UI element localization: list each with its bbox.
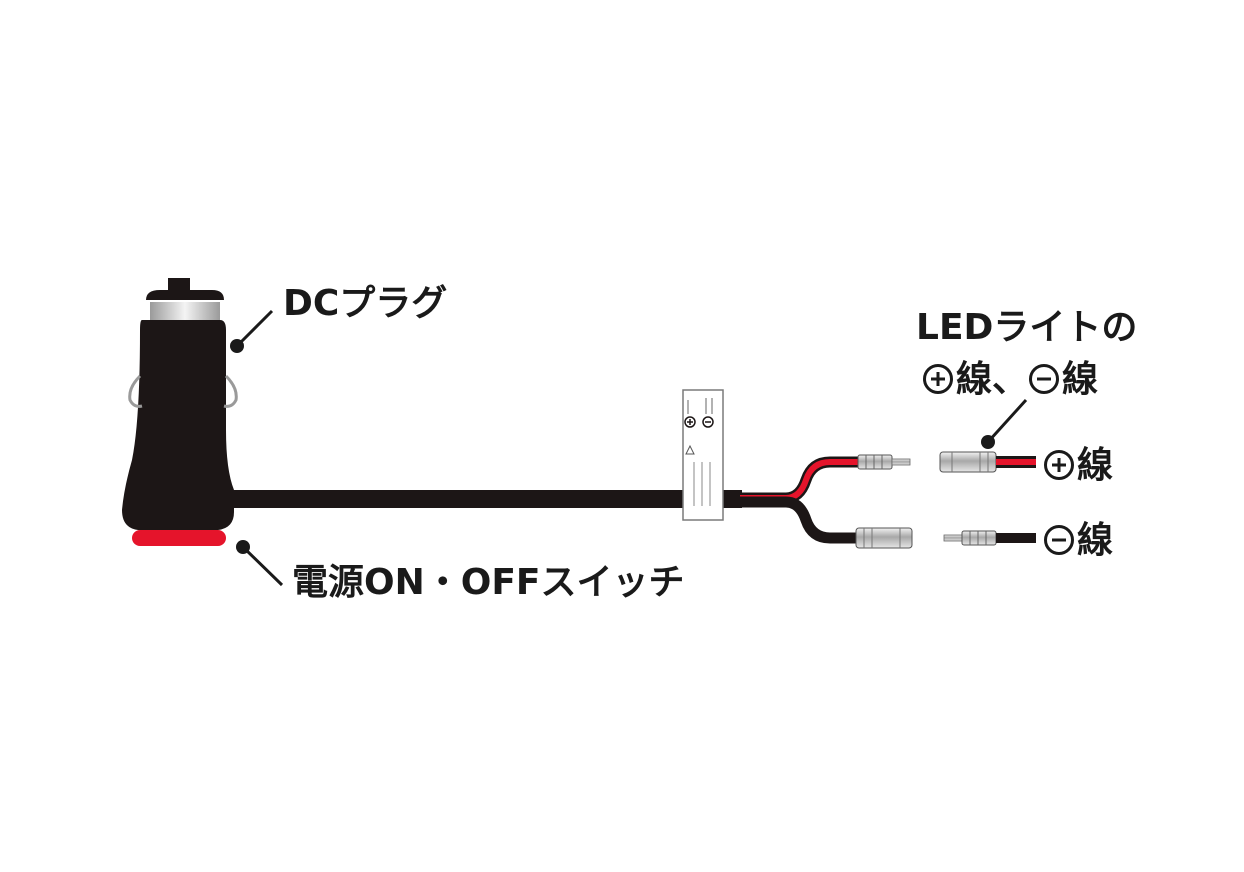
plug-body	[122, 320, 234, 530]
tag-warning-icon	[685, 444, 695, 455]
plus-male-connector	[857, 454, 911, 470]
minus-female-connector	[855, 527, 913, 549]
leader-dc-plug	[235, 309, 274, 348]
led-wires-label: 線、 線	[922, 358, 1098, 402]
dc-plug	[122, 278, 238, 546]
led-minus-connector	[943, 530, 1036, 546]
plug-cap	[146, 290, 224, 300]
tag-minus-icon	[702, 416, 714, 428]
circle-minus-icon	[1043, 524, 1075, 556]
main-cable	[226, 490, 742, 508]
minus-wire	[740, 496, 860, 544]
plug-spring-right	[223, 374, 238, 408]
leader-power-switch	[241, 545, 284, 587]
circle-minus-icon	[1028, 363, 1060, 395]
tag-plus-icon	[684, 416, 696, 428]
led-plus-wire	[996, 459, 1036, 465]
plus-wire-label: 線	[1043, 444, 1113, 488]
minus-wire-label: 線	[1043, 519, 1113, 563]
tag-paper	[682, 389, 724, 521]
power-switch-label: 電源ON・OFFスイッチ	[292, 562, 685, 603]
dc-plug-label: DCプラグ	[283, 283, 448, 324]
leader-lines	[230, 309, 1028, 587]
circle-plus-icon	[922, 363, 954, 395]
led-plus-wire-text: 線、	[956, 359, 1029, 400]
led-minus-wire-text: 線	[1062, 359, 1099, 400]
led-plus-connector	[939, 451, 1036, 473]
warning-tag	[682, 389, 724, 521]
plug-metal-ring	[150, 302, 220, 320]
leader-led-wires	[986, 398, 1028, 444]
led-light-label: LEDライトの	[916, 307, 1138, 348]
led-minus-wire	[996, 533, 1036, 543]
plug-spring-left	[128, 374, 143, 408]
plug-tip	[168, 278, 190, 290]
circle-plus-icon	[1043, 449, 1075, 481]
minus-wire-text: 線	[1077, 520, 1114, 561]
power-switch-button	[132, 530, 226, 546]
plus-wire-text: 線	[1077, 445, 1114, 486]
